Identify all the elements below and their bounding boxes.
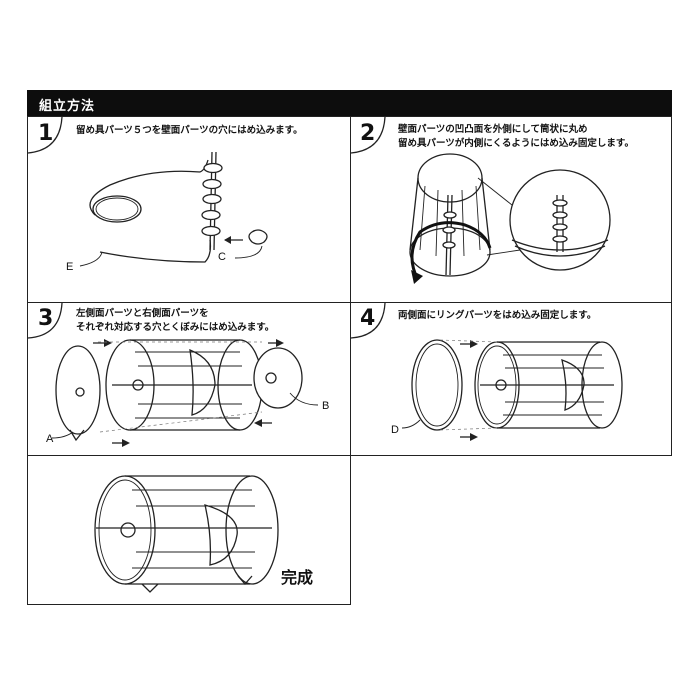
step-4-number: 4 (360, 306, 376, 331)
label-b: B (322, 400, 330, 412)
header-bar (27, 90, 672, 117)
label-a: A (46, 433, 54, 445)
final-panel (27, 455, 351, 605)
step-3-number: 3 (38, 306, 54, 331)
label-e: E (66, 261, 74, 273)
step-3-text-line1: 左側面パーツと右側面パーツを (76, 308, 209, 319)
label-c: C (218, 251, 226, 263)
page-title: 組立方法 (39, 99, 96, 114)
step-1-text: 留め具パーツ５つを壁面パーツの穴にはめ込みます。 (76, 125, 303, 136)
step-2-text-line2: 留め具パーツが内側にくるようにはめ込み固定します。 (398, 138, 634, 149)
complete-label: 完成 (281, 568, 314, 587)
step-3-text-line2: それぞれ対応する穴とくぼみにはめ込みます。 (76, 322, 275, 333)
step-2-number: 2 (360, 121, 376, 146)
label-d: D (391, 424, 399, 436)
step-1-number: 1 (38, 121, 54, 146)
step-2-text-line1: 壁面パーツの凹凸面を外側にして筒状に丸め (398, 124, 588, 135)
step-4-panel (350, 302, 672, 456)
step-4-text: 両側面にリングパーツをはめ込み固定します。 (398, 310, 597, 321)
